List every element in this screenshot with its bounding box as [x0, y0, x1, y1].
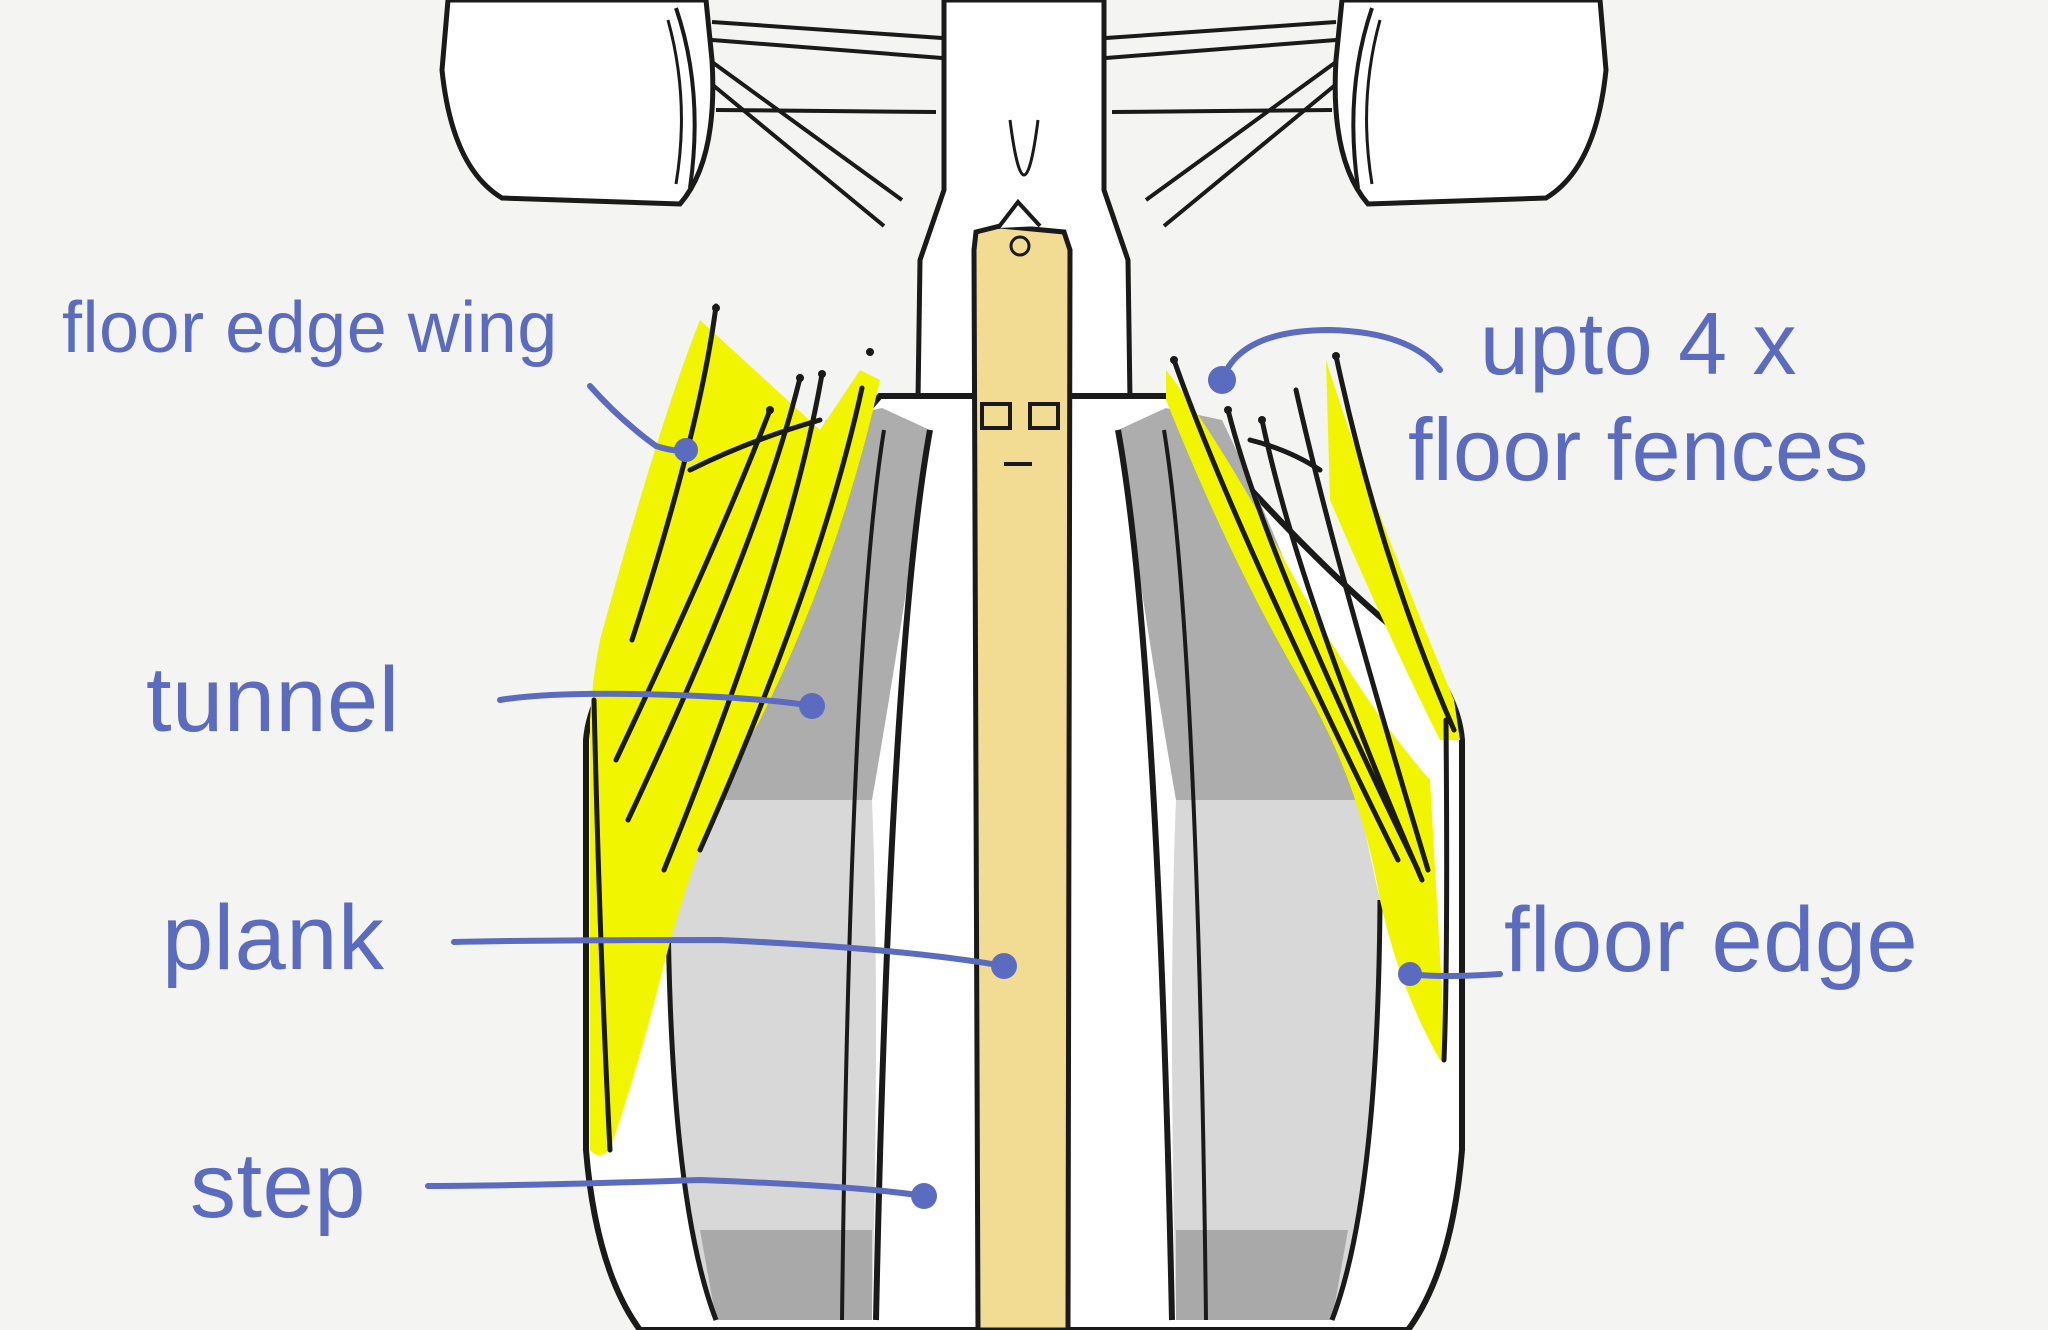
label-floor-edge: floor edge: [1504, 894, 1918, 986]
label-plank: plank: [162, 892, 384, 984]
label-fences-line2: floor fences: [1408, 406, 1869, 494]
label-fences-line1: upto 4 x: [1408, 300, 1869, 388]
leader-floor-edge: [1410, 974, 1500, 976]
label-tunnel: tunnel: [146, 654, 400, 746]
plank: [974, 202, 1070, 1330]
label-step: step: [190, 1140, 366, 1232]
front-right-wheel: [1335, 0, 1606, 204]
label-floor-fences: upto 4 x floor fences: [1408, 300, 1869, 494]
front-left-wheel: [442, 0, 713, 204]
label-floor-edge-wing: floor edge wing: [62, 292, 558, 364]
